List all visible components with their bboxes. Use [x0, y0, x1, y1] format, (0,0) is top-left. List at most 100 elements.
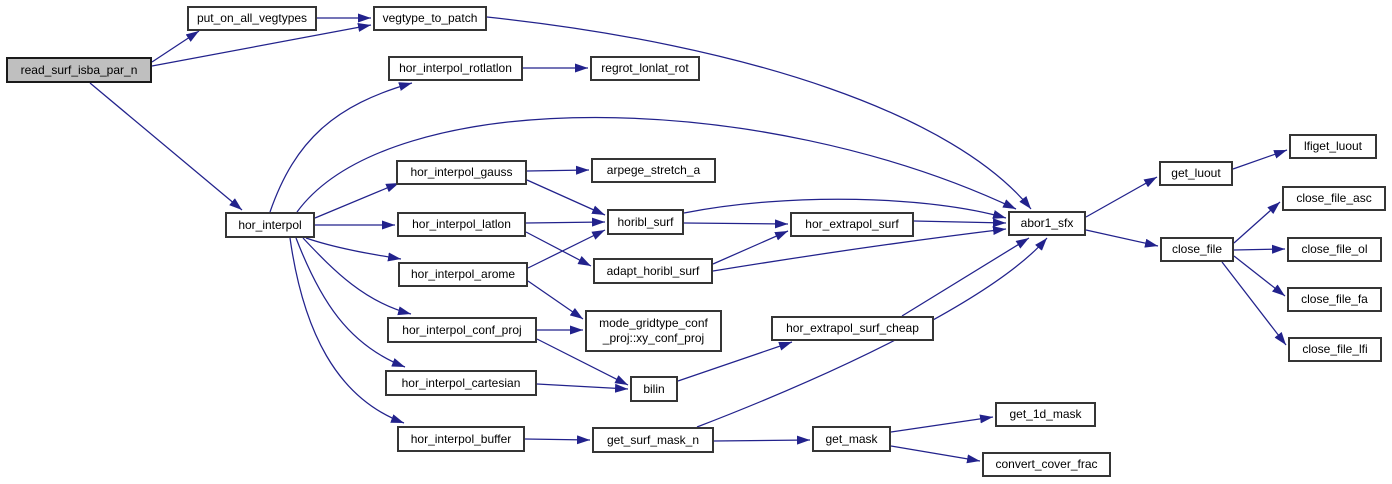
node-arpege_stretch_a[interactable]: arpege_stretch_a — [591, 158, 716, 183]
node-label: get_1d_mask — [1009, 407, 1082, 421]
node-label: hor_interpol_gauss — [410, 165, 513, 179]
node-label: vegtype_to_patch — [382, 11, 478, 25]
edge-get_mask-to-convert_cover_frac — [890, 445, 981, 464]
node-label: convert_cover_frac — [995, 457, 1098, 471]
edge-get_mask-to-get_1d_mask — [890, 414, 994, 433]
edge-hor_interpol_cartesian-to-bilin — [536, 383, 629, 393]
edge-bilin-to-hor_extrapol_surf_cheap — [677, 341, 793, 382]
edge-hor_interpol_latlon-to-horibl_surf — [525, 217, 606, 227]
node-hor_extrapol_surf_cheap[interactable]: hor_extrapol_surf_cheap — [771, 316, 934, 341]
node-label: get_mask — [825, 431, 878, 446]
node-label: put_on_all_vegtypes — [196, 11, 308, 25]
node-get_mask[interactable]: get_mask — [812, 426, 891, 452]
edge-abor1_sfx-to-get_luout — [1085, 176, 1158, 218]
edge-close_file-to-close_file_asc — [1233, 201, 1281, 244]
node-adapt_horibl_surf[interactable]: adapt_horibl_surf — [593, 258, 713, 284]
edge-hor_interpol_arome-to-horibl_surf — [527, 229, 606, 269]
node-lfiget_luout[interactable]: lfiget_luout — [1289, 134, 1377, 159]
node-hor_interpol_buffer[interactable]: hor_interpol_buffer — [397, 426, 525, 452]
node-close_file_fa[interactable]: close_file_fa — [1287, 287, 1382, 312]
node-label: arpege_stretch_a — [606, 163, 701, 177]
node-close_file_lfi[interactable]: close_file_lfi — [1288, 337, 1382, 362]
node-xy_conf_proj[interactable]: mode_gridtype_conf_proj::xy_conf_proj — [585, 310, 722, 352]
node-label: hor_interpol_rotlatlon — [399, 61, 512, 75]
edge-hor_interpol_gauss-to-arpege_stretch_a — [526, 165, 590, 175]
edge-hor_interpol-to-hor_interpol_arome — [305, 237, 402, 262]
edge-read_surf_isba_par_n-to-vegtype_to_patch — [151, 22, 372, 67]
edge-hor_interpol_gauss-to-horibl_surf — [526, 179, 606, 216]
node-label: adapt_horibl_surf — [606, 263, 700, 278]
edge-hor_extrapol_surf_cheap-to-abor1_sfx — [901, 237, 1030, 317]
node-get_1d_mask[interactable]: get_1d_mask — [995, 402, 1096, 427]
node-label: hor_interpol — [238, 217, 302, 232]
edge-adapt_horibl_surf-to-hor_extrapol_surf — [712, 230, 789, 265]
edge-close_file-to-close_file_lfi — [1221, 261, 1287, 346]
node-convert_cover_frac[interactable]: convert_cover_frac — [982, 452, 1111, 477]
node-label: close_file — [1171, 242, 1223, 256]
node-abor1_sfx[interactable]: abor1_sfx — [1008, 211, 1086, 236]
node-label: bilin — [643, 381, 665, 396]
edge-hor_interpol-to-hor_interpol_conf_proj — [302, 237, 412, 316]
node-vegtype_to_patch[interactable]: vegtype_to_patch — [373, 6, 487, 31]
node-horibl_surf[interactable]: horibl_surf — [607, 209, 684, 235]
edge-vegtype_to_patch-to-abor1_sfx — [486, 16, 1032, 210]
node-close_file_asc[interactable]: close_file_asc — [1282, 186, 1386, 211]
node-put_on_all_vegtypes[interactable]: put_on_all_vegtypes — [187, 6, 317, 31]
node-label: hor_interpol_latlon — [412, 217, 511, 231]
node-label: hor_interpol_conf_proj — [402, 322, 522, 337]
node-get_luout[interactable]: get_luout — [1159, 161, 1233, 186]
node-bilin[interactable]: bilin — [630, 376, 678, 402]
edge-close_file-to-close_file_ol — [1233, 244, 1286, 254]
node-label: close_file_ol — [1301, 242, 1368, 256]
edge-hor_interpol_arome-to-xy_conf_proj — [527, 280, 584, 320]
node-label: lfiget_luout — [1303, 139, 1363, 153]
edge-get_surf_mask_n-to-get_mask — [713, 435, 811, 445]
node-hor_interpol_rotlatlon[interactable]: hor_interpol_rotlatlon — [388, 56, 523, 81]
node-hor_interpol_gauss[interactable]: hor_interpol_gauss — [396, 160, 527, 185]
edge-abor1_sfx-to-close_file — [1085, 229, 1159, 248]
node-hor_interpol_cartesian[interactable]: hor_interpol_cartesian — [385, 370, 537, 396]
node-label: get_surf_mask_n — [606, 432, 700, 447]
edge-hor_interpol_latlon-to-adapt_horibl_surf — [525, 231, 592, 267]
edge-horibl_surf-to-abor1_sfx — [683, 198, 1007, 219]
node-label: mode_gridtype_conf — [599, 316, 708, 330]
edge-read_surf_isba_par_n-to-put_on_all_vegtypes — [151, 30, 200, 63]
node-hor_interpol_conf_proj[interactable]: hor_interpol_conf_proj — [387, 317, 537, 343]
edge-horibl_surf-to-hor_extrapol_surf — [683, 219, 789, 229]
edge-hor_interpol-to-hor_interpol_buffer — [289, 237, 405, 424]
node-label: close_file_fa — [1301, 292, 1368, 306]
edge-read_surf_isba_par_n-to-hor_interpol — [89, 82, 243, 211]
node-label: hor_interpol_arome — [410, 267, 516, 281]
node-regrot_lonlat_rot[interactable]: regrot_lonlat_rot — [590, 56, 700, 81]
node-label: hor_extrapol_surf_cheap — [786, 321, 919, 335]
edge-hor_interpol_buffer-to-get_surf_mask_n — [524, 435, 591, 445]
node-get_surf_mask_n[interactable]: get_surf_mask_n — [592, 427, 714, 453]
node-label: regrot_lonlat_rot — [601, 61, 689, 75]
edge-get_luout-to-lfiget_luout — [1232, 149, 1288, 170]
edge-hor_interpol-to-hor_interpol_rotlatlon — [269, 82, 413, 213]
node-close_file_ol[interactable]: close_file_ol — [1287, 237, 1382, 262]
edge-hor_interpol-to-hor_interpol_gauss — [314, 182, 400, 219]
node-label: hor_interpol_cartesian — [401, 375, 521, 390]
node-close_file[interactable]: close_file — [1160, 237, 1234, 262]
node-label: close_file_asc — [1296, 191, 1372, 205]
node-label: abor1_sfx — [1020, 216, 1074, 230]
node-hor_interpol_arome[interactable]: hor_interpol_arome — [398, 262, 528, 287]
node-label: hor_extrapol_surf — [805, 217, 899, 231]
edge-hor_interpol-to-abor1_sfx — [296, 116, 1017, 213]
node-hor_extrapol_surf[interactable]: hor_extrapol_surf — [790, 212, 914, 237]
node-label: horibl_surf — [617, 214, 674, 229]
node-label: close_file_lfi — [1302, 342, 1368, 356]
node-hor_interpol[interactable]: hor_interpol — [225, 212, 315, 238]
node-read_surf_isba_par_n: read_surf_isba_par_n — [6, 57, 152, 83]
edge-hor_extrapol_surf-to-abor1_sfx — [913, 218, 1007, 228]
node-hor_interpol_latlon[interactable]: hor_interpol_latlon — [397, 212, 526, 237]
node-label: read_surf_isba_par_n — [20, 62, 138, 77]
edge-adapt_horibl_surf-to-abor1_sfx — [712, 226, 1007, 272]
edge-hor_interpol_conf_proj-to-bilin — [536, 338, 629, 386]
edge-close_file-to-close_file_fa — [1233, 255, 1286, 297]
node-label: hor_interpol_buffer — [410, 431, 512, 446]
